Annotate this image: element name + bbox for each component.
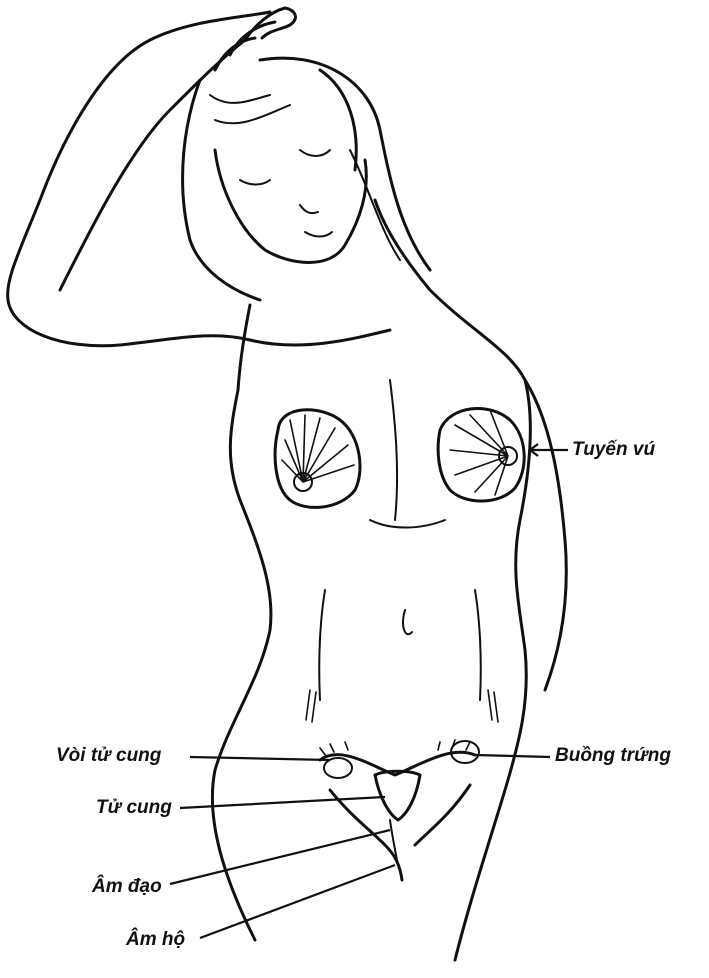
leader-fallopian-tube [190, 757, 330, 760]
leader-ovary [475, 755, 550, 757]
label-breast: Tuyến vú [572, 440, 655, 459]
label-fallopian-tube: Vòi tử cung [56, 746, 161, 765]
reproductive-organs [320, 740, 479, 880]
nose [300, 205, 318, 213]
leader-vagina [170, 830, 390, 884]
face-outline [215, 150, 366, 263]
label-uterus: Tử cung [96, 798, 172, 817]
abdomen-hatching [306, 690, 498, 722]
raised-arm-outline [8, 12, 390, 346]
label-ovary: Buồng trứng [555, 746, 671, 765]
uterus-shape [375, 771, 420, 820]
abdomen-right [475, 590, 481, 700]
leader-uterus [180, 797, 385, 808]
label-vagina: Âm đạo [92, 877, 162, 896]
right-eye [300, 150, 330, 156]
ribcage-line [370, 520, 445, 528]
torso-right-outline [455, 380, 530, 960]
torso-left-outline [212, 390, 271, 940]
left-eye [240, 180, 270, 185]
abdomen-left [319, 590, 325, 700]
right-breast [438, 409, 524, 502]
neck-right [375, 200, 525, 380]
left-breast [275, 410, 360, 508]
mouth [305, 232, 332, 237]
navel [403, 610, 412, 634]
hair-strands [210, 95, 400, 260]
chest-midline [390, 380, 397, 520]
shoulder-left [238, 305, 250, 390]
label-vulva: Âm hộ [126, 930, 185, 949]
